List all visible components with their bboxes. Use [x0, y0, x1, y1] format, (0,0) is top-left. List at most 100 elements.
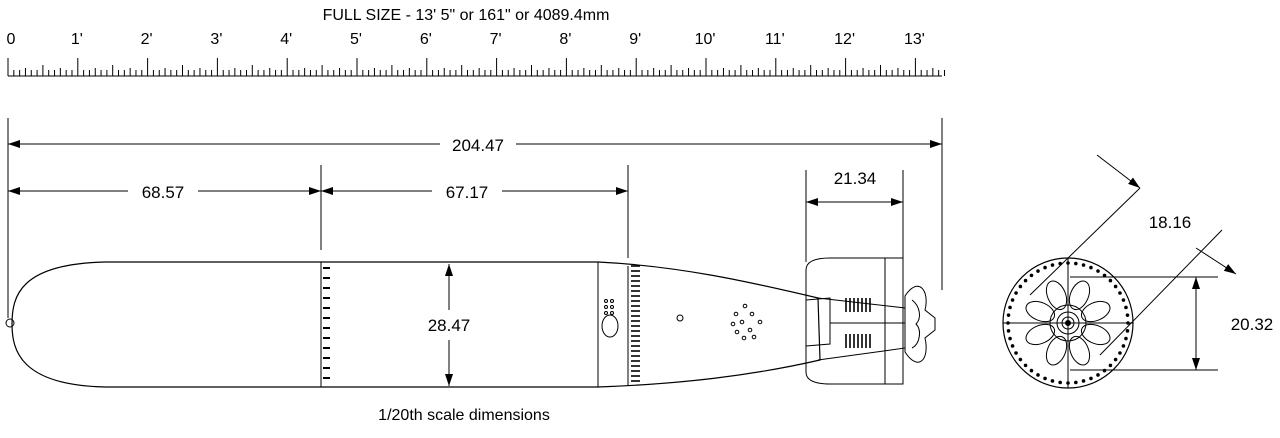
rim-dot	[1081, 379, 1086, 383]
rim-dot	[1014, 291, 1018, 295]
rim-dot	[1113, 357, 1118, 362]
rim-dot	[1043, 265, 1047, 270]
end-view	[1002, 154, 1237, 389]
rim-dot	[1125, 329, 1130, 333]
rim-dot	[1096, 269, 1100, 273]
rim-dot	[1108, 363, 1113, 368]
rim-dot	[1113, 284, 1118, 289]
rim-dot	[1125, 313, 1130, 317]
caption: 1/20th scale dimensions	[378, 407, 550, 424]
scale-ruler: FULL SIZE - 13' 5" or 161" or 4089.4mm 0…	[7, 7, 945, 77]
rim-dot	[1050, 379, 1055, 383]
hub-middle	[1056, 311, 1080, 335]
rim-dot	[1010, 344, 1015, 348]
rim-dot	[1029, 368, 1034, 373]
propeller-blade	[911, 299, 920, 349]
label-nose-section: 68.57	[142, 183, 185, 202]
rim-dot	[1124, 305, 1128, 310]
rim-dot	[1074, 261, 1078, 266]
ruler-title: FULL SIZE - 13' 5" or 161" or 4089.4mm	[323, 7, 610, 24]
rim-dot	[1018, 284, 1023, 289]
propeller-blade	[1025, 300, 1056, 323]
port-hole	[676, 314, 684, 322]
rivet-cluster	[730, 303, 763, 341]
ruler-label: 7'	[490, 31, 502, 48]
rim-dot	[1014, 351, 1018, 355]
diagonal-leader-1	[1029, 187, 1141, 296]
ruler-label: 4'	[280, 31, 292, 48]
label-mid-section: 67.17	[446, 183, 489, 202]
rim-dot	[1036, 373, 1040, 377]
rim-dot	[1010, 298, 1015, 302]
torpedo-body	[11, 261, 821, 388]
ruler-label: 2'	[141, 31, 153, 48]
fin-slots	[845, 298, 871, 348]
ruler-ticks	[7, 58, 945, 76]
ruler-label: 11'	[765, 31, 785, 48]
ruler-label: 3'	[210, 31, 222, 48]
hub-inner	[1061, 316, 1075, 330]
label-fin-length: 21.34	[834, 169, 877, 188]
rim-dot	[1018, 357, 1023, 362]
propeller-blade	[1080, 300, 1111, 323]
propeller-blades	[1025, 280, 1111, 366]
rim-dot	[1074, 380, 1078, 385]
rim-dot	[1029, 273, 1034, 278]
ruler-label: 0	[7, 31, 16, 48]
rim-dot	[1006, 313, 1011, 317]
ruler-label: 10'	[695, 31, 716, 48]
fin-inner	[805, 297, 831, 347]
rim-dot	[1118, 291, 1122, 295]
propeller	[904, 285, 936, 363]
hub-outer	[1049, 304, 1087, 342]
rim-dot	[1008, 305, 1012, 310]
propeller-blade	[1080, 323, 1111, 346]
rim-dot	[1036, 269, 1040, 273]
tail-fin-box	[805, 257, 904, 385]
hub-center	[1065, 320, 1071, 326]
rim-dot	[1102, 368, 1107, 373]
label-diagonal-span: 18.16	[1149, 213, 1192, 232]
diagonal-arrow-2	[1195, 247, 1237, 275]
label-overall-length: 204.47	[452, 136, 504, 155]
dimension-labels: 204.47 68.57 67.17 21.34 28.47 18.16 20.…	[142, 136, 1274, 424]
side-view	[5, 118, 943, 388]
rim-dot	[1008, 336, 1012, 341]
propeller-blade	[1025, 323, 1056, 346]
rim-dot	[1096, 373, 1100, 377]
rim-dot	[1121, 344, 1126, 348]
rim-dot	[1108, 278, 1113, 283]
diagonal-arrow-1	[1096, 154, 1141, 189]
ruler-label: 5'	[350, 31, 362, 48]
propeller-blade	[1068, 280, 1091, 311]
propeller-blade	[1045, 335, 1068, 366]
diagonal-leader-2	[1099, 229, 1223, 356]
rim-dot	[1006, 329, 1011, 333]
rim-dot	[1050, 263, 1055, 267]
rim-dot	[1058, 261, 1062, 266]
hatch-dots	[604, 299, 614, 315]
ruler-label: 1'	[71, 31, 83, 48]
vent-slots	[323, 265, 640, 382]
label-body-diameter: 28.47	[428, 316, 471, 335]
rim-dot	[1043, 376, 1047, 381]
rim-dot	[1089, 376, 1093, 381]
ruler-label: 8'	[559, 31, 571, 48]
ruler-label: 6'	[420, 31, 432, 48]
propeller-blade	[1045, 280, 1068, 311]
rim-dot	[1058, 380, 1062, 385]
label-vertical-span: 20.32	[1231, 315, 1274, 334]
propeller-blade	[1068, 335, 1091, 366]
rim-dot	[1081, 263, 1086, 267]
rim-dot	[1121, 298, 1126, 302]
rim-dot	[1089, 265, 1093, 270]
access-hatch	[601, 314, 619, 338]
rim-dot	[1023, 363, 1028, 368]
nose-eye	[5, 318, 15, 328]
ruler-label: 9'	[629, 31, 641, 48]
rim-dot	[1023, 278, 1028, 283]
ruler-label: 12'	[834, 31, 855, 48]
rim-dot	[1102, 273, 1107, 278]
